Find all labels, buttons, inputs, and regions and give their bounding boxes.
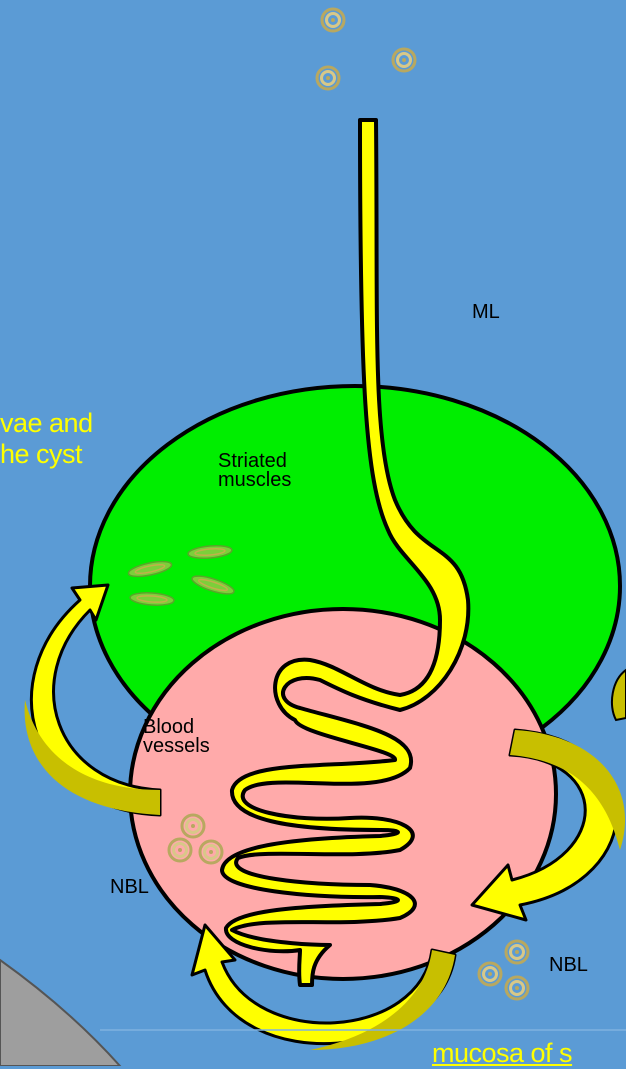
ml-label: ML: [472, 302, 500, 322]
cyst-caption: vae and he cyst: [0, 408, 93, 470]
arrow-fragment-right: [612, 670, 626, 720]
cyst-caption-line1: vae and: [0, 408, 93, 439]
mucosa-caption-text: mucosa of s: [432, 1038, 572, 1068]
nbl-larvae: [479, 941, 528, 999]
blood-vessels-label-line2: vessels: [143, 737, 210, 756]
mucosa-caption: mucosa of s: [432, 1038, 572, 1069]
striated-muscles-label: Striated muscles: [218, 452, 291, 490]
blood-vessels-label: Blood vessels: [143, 718, 210, 756]
striated-muscles-label-line2: muscles: [218, 471, 291, 490]
nbl-left-label: NBL: [110, 877, 149, 897]
cyst-caption-line2: he cyst: [0, 439, 93, 470]
ingested-larvae: [317, 9, 415, 89]
corner-panel: [0, 960, 120, 1066]
nbl-right-label: NBL: [549, 955, 588, 975]
